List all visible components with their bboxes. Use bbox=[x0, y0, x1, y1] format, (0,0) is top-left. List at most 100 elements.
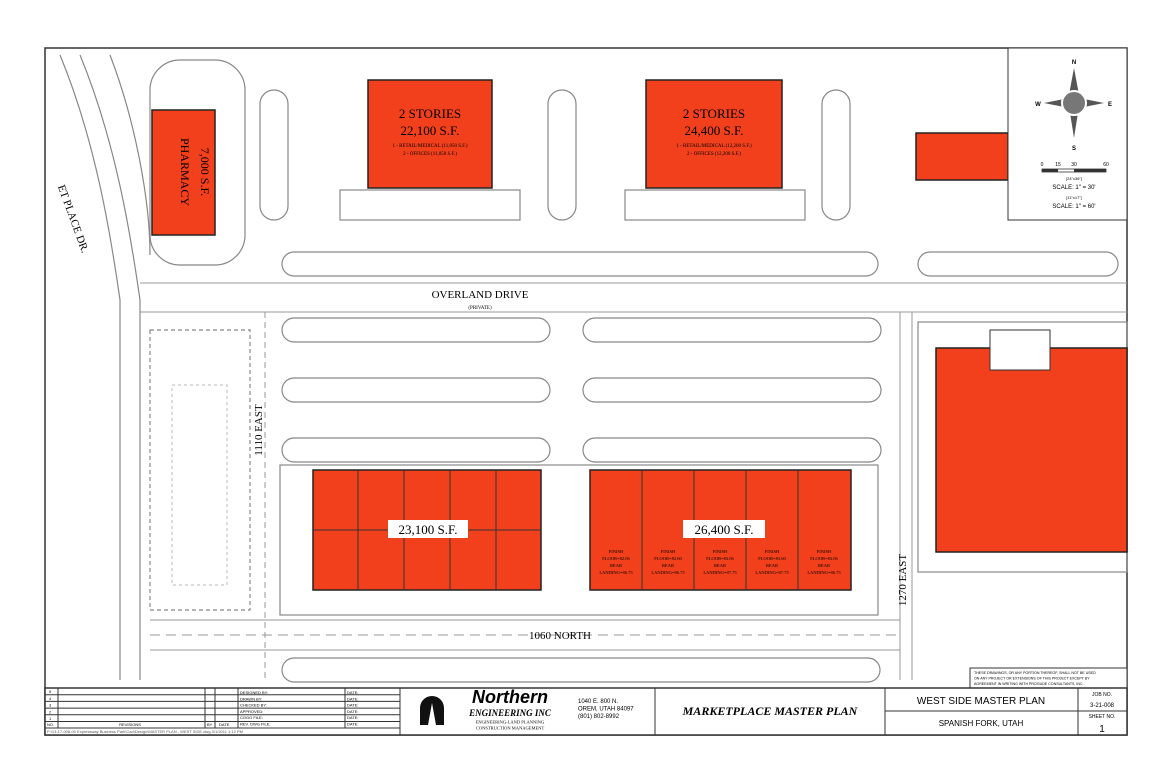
unit-grade-label: FINISH bbox=[661, 549, 676, 554]
title-block-revisions-no-text: NO. bbox=[47, 722, 54, 727]
north-arrow-e-text: E bbox=[1108, 102, 1112, 108]
disclaimer-l1-text: THESE DRAWINGS, OR ANY PORTION THEREOF, … bbox=[974, 671, 1096, 675]
title-block-company-phone-text: (801) 802-8992 bbox=[578, 714, 620, 720]
date-label: DATE: bbox=[347, 696, 358, 701]
north-arrow-s-text: S bbox=[1072, 146, 1076, 152]
unit-grade-label: LANDING=86.75 bbox=[651, 570, 685, 575]
unit-grade-label: LANDING=86.75 bbox=[807, 570, 841, 575]
scale-ticks-3-text: 60 bbox=[1103, 162, 1109, 168]
company-name: Northern bbox=[472, 687, 548, 707]
office-b-stories: 2 STORIES bbox=[683, 106, 745, 121]
scale-ticks-2-text: 30 bbox=[1071, 162, 1077, 168]
road-lines bbox=[59, 54, 1127, 680]
office-a-use-1: 1 - RETAIL/MEDICAL (11,050 S.F.) bbox=[392, 144, 467, 149]
title-block-revisions-label-text: REVISIONS bbox=[119, 722, 141, 727]
signoff-label: CHECKED BY: bbox=[240, 703, 267, 708]
scale-sheet-large-text: [24"x36"] bbox=[1066, 176, 1082, 181]
revision-row: 4 bbox=[49, 696, 52, 701]
pharmacy-label: PHARMACY bbox=[178, 138, 192, 206]
unit-grade-label: REAR bbox=[610, 563, 622, 568]
northern-logo-icon bbox=[420, 696, 444, 725]
north-arrow-w-text: W bbox=[1035, 102, 1041, 108]
disclaimer-l3-text: AGREEMENT IN WRITING WITH PROGUDE CONSUL… bbox=[974, 682, 1084, 686]
office-building-a bbox=[367, 79, 493, 189]
title-block-company-tag1-text: ENGINEERING-LAND PLANNING bbox=[476, 720, 545, 725]
unit-grade-label: FINISH bbox=[713, 549, 728, 554]
office-building-b bbox=[645, 79, 783, 189]
unit-grade-label: FINISH bbox=[609, 549, 624, 554]
building-partial-right bbox=[915, 132, 1009, 181]
title-block-revisions-by-text: BY bbox=[207, 722, 213, 727]
office-b-use-1: 1 - RETAIL/MEDICAL (12,200 S.F.) bbox=[676, 144, 752, 149]
title-block-company-name2-text: ENGINEERING INC bbox=[468, 708, 552, 718]
office-a-stories: 2 STORIES bbox=[399, 106, 461, 121]
1110-east-label: 1110 EAST bbox=[253, 404, 265, 456]
title-block-revisions-date-text: DATE bbox=[219, 722, 230, 727]
office-b-area: 24,400 S.F. bbox=[685, 123, 744, 138]
revision-row: 3 bbox=[49, 703, 52, 708]
signoff-label: APPROVED: bbox=[240, 709, 263, 714]
anchor-building-right bbox=[935, 347, 1128, 553]
plan-title: MARKETPLACE MASTER PLAN bbox=[682, 704, 859, 718]
unit-grade-label: FLOOR=83.60 bbox=[758, 556, 786, 561]
unit-grade-label: FLOOR=83.06 bbox=[706, 556, 734, 561]
office-b-use-2: 2 - OFFICES (12,200 S.F.) bbox=[687, 152, 741, 157]
parking-islands bbox=[149, 59, 1128, 683]
file-path: P:\13-17-008-00 Expressway Business Park… bbox=[47, 729, 243, 734]
project-name: WEST SIDE MASTER PLAN bbox=[917, 696, 1045, 707]
retail-b-area: 26,400 S.F. bbox=[695, 522, 754, 537]
disclaimer-l2-text: ON ANY PROJECT OR EXTENSIONS OF THIS PRO… bbox=[974, 677, 1090, 681]
unit-grade-label: REAR bbox=[818, 563, 830, 568]
unit-grade-label: LANDING=86.75 bbox=[599, 570, 633, 575]
scale-scale-large-text: SCALE: 1" = 30' bbox=[1052, 185, 1095, 191]
title-block-sheet-label-text: SHEET NO. bbox=[1089, 714, 1116, 720]
north-arrow-n-text: N bbox=[1072, 60, 1076, 66]
pharmacy-building bbox=[151, 109, 216, 236]
unit-grade-label: FINISH bbox=[765, 549, 780, 554]
unit-grade-label: LANDING=87.75 bbox=[703, 570, 737, 575]
scale-ticks-1-text: 15 bbox=[1055, 162, 1061, 168]
unit-grade-label: REAR bbox=[662, 563, 674, 568]
title-block-company-tag2-text: CONSTRUCTION MANAGEMENT bbox=[476, 726, 545, 731]
revision-row: 1 bbox=[49, 716, 52, 721]
signoff-label: COGO FILE: bbox=[240, 715, 263, 720]
unit-grade-label: REAR bbox=[714, 563, 726, 568]
office-a-use-2: 2 - OFFICES (11,050 S.F.) bbox=[403, 152, 457, 157]
retail-building-a: 23,100 S.F. bbox=[312, 469, 542, 591]
project-location: SPANISH FORK, UTAH bbox=[939, 719, 1024, 728]
office-a-area: 22,100 S.F. bbox=[401, 123, 460, 138]
date-label: DATE: bbox=[347, 690, 358, 695]
disclaimer-box: THESE DRAWINGS, OR ANY PORTION THEREOF, … bbox=[969, 667, 1128, 689]
overland-private-label: (PRIVATE) bbox=[468, 306, 492, 311]
unit-grade-label: FINISH bbox=[817, 549, 832, 554]
job-number: 3-21-008 bbox=[1090, 703, 1115, 709]
1270-east-label: 1270 EAST bbox=[897, 554, 909, 607]
unit-grade-label: FLOOR=82.60 bbox=[654, 556, 682, 561]
retail-a-area: 23,100 S.F. bbox=[399, 522, 458, 537]
date-label: DATE: bbox=[347, 709, 358, 714]
scale-ticks-0-text: 0 bbox=[1041, 162, 1044, 168]
unit-grade-label: REAR bbox=[766, 563, 778, 568]
1060-north-label: 1060 NORTH bbox=[529, 630, 591, 642]
signoff-label: REV. DWG FILE: bbox=[240, 722, 271, 727]
title-block-company-addr2-text: OREM, UTAH 84097 bbox=[578, 707, 634, 713]
revision-row: 2 bbox=[49, 709, 52, 714]
date-label: DATE: bbox=[347, 703, 358, 708]
north-arrow-panel: N S W E 0 15 30 60 [24"x36"] SCALE: 1" =… bbox=[1007, 47, 1128, 221]
signoff-label: DESIGNED BY: bbox=[240, 690, 268, 695]
signoff-label: DRAWN BY: bbox=[240, 696, 262, 701]
date-label: DATE: bbox=[347, 715, 358, 720]
title-block-company-addr1-text: 1040 E. 800 N. bbox=[578, 699, 618, 705]
unit-grade-label: LANDING=87.75 bbox=[755, 570, 789, 575]
overland-drive-label: OVERLAND DRIVE bbox=[432, 289, 529, 301]
scale-sheet-small-text: [11"x17"] bbox=[1066, 195, 1082, 200]
date-label: DATE: bbox=[347, 722, 358, 727]
unit-grade-label: FLOOR=82.06 bbox=[602, 556, 630, 561]
title-block-job-label-text: JOB NO. bbox=[1092, 692, 1112, 698]
scale-scale-small-text: SCALE: 1" = 60' bbox=[1052, 204, 1095, 210]
pharmacy-area: 7,000 S.F. bbox=[198, 148, 212, 196]
unit-grade-label: FLOOR=83.06 bbox=[810, 556, 838, 561]
